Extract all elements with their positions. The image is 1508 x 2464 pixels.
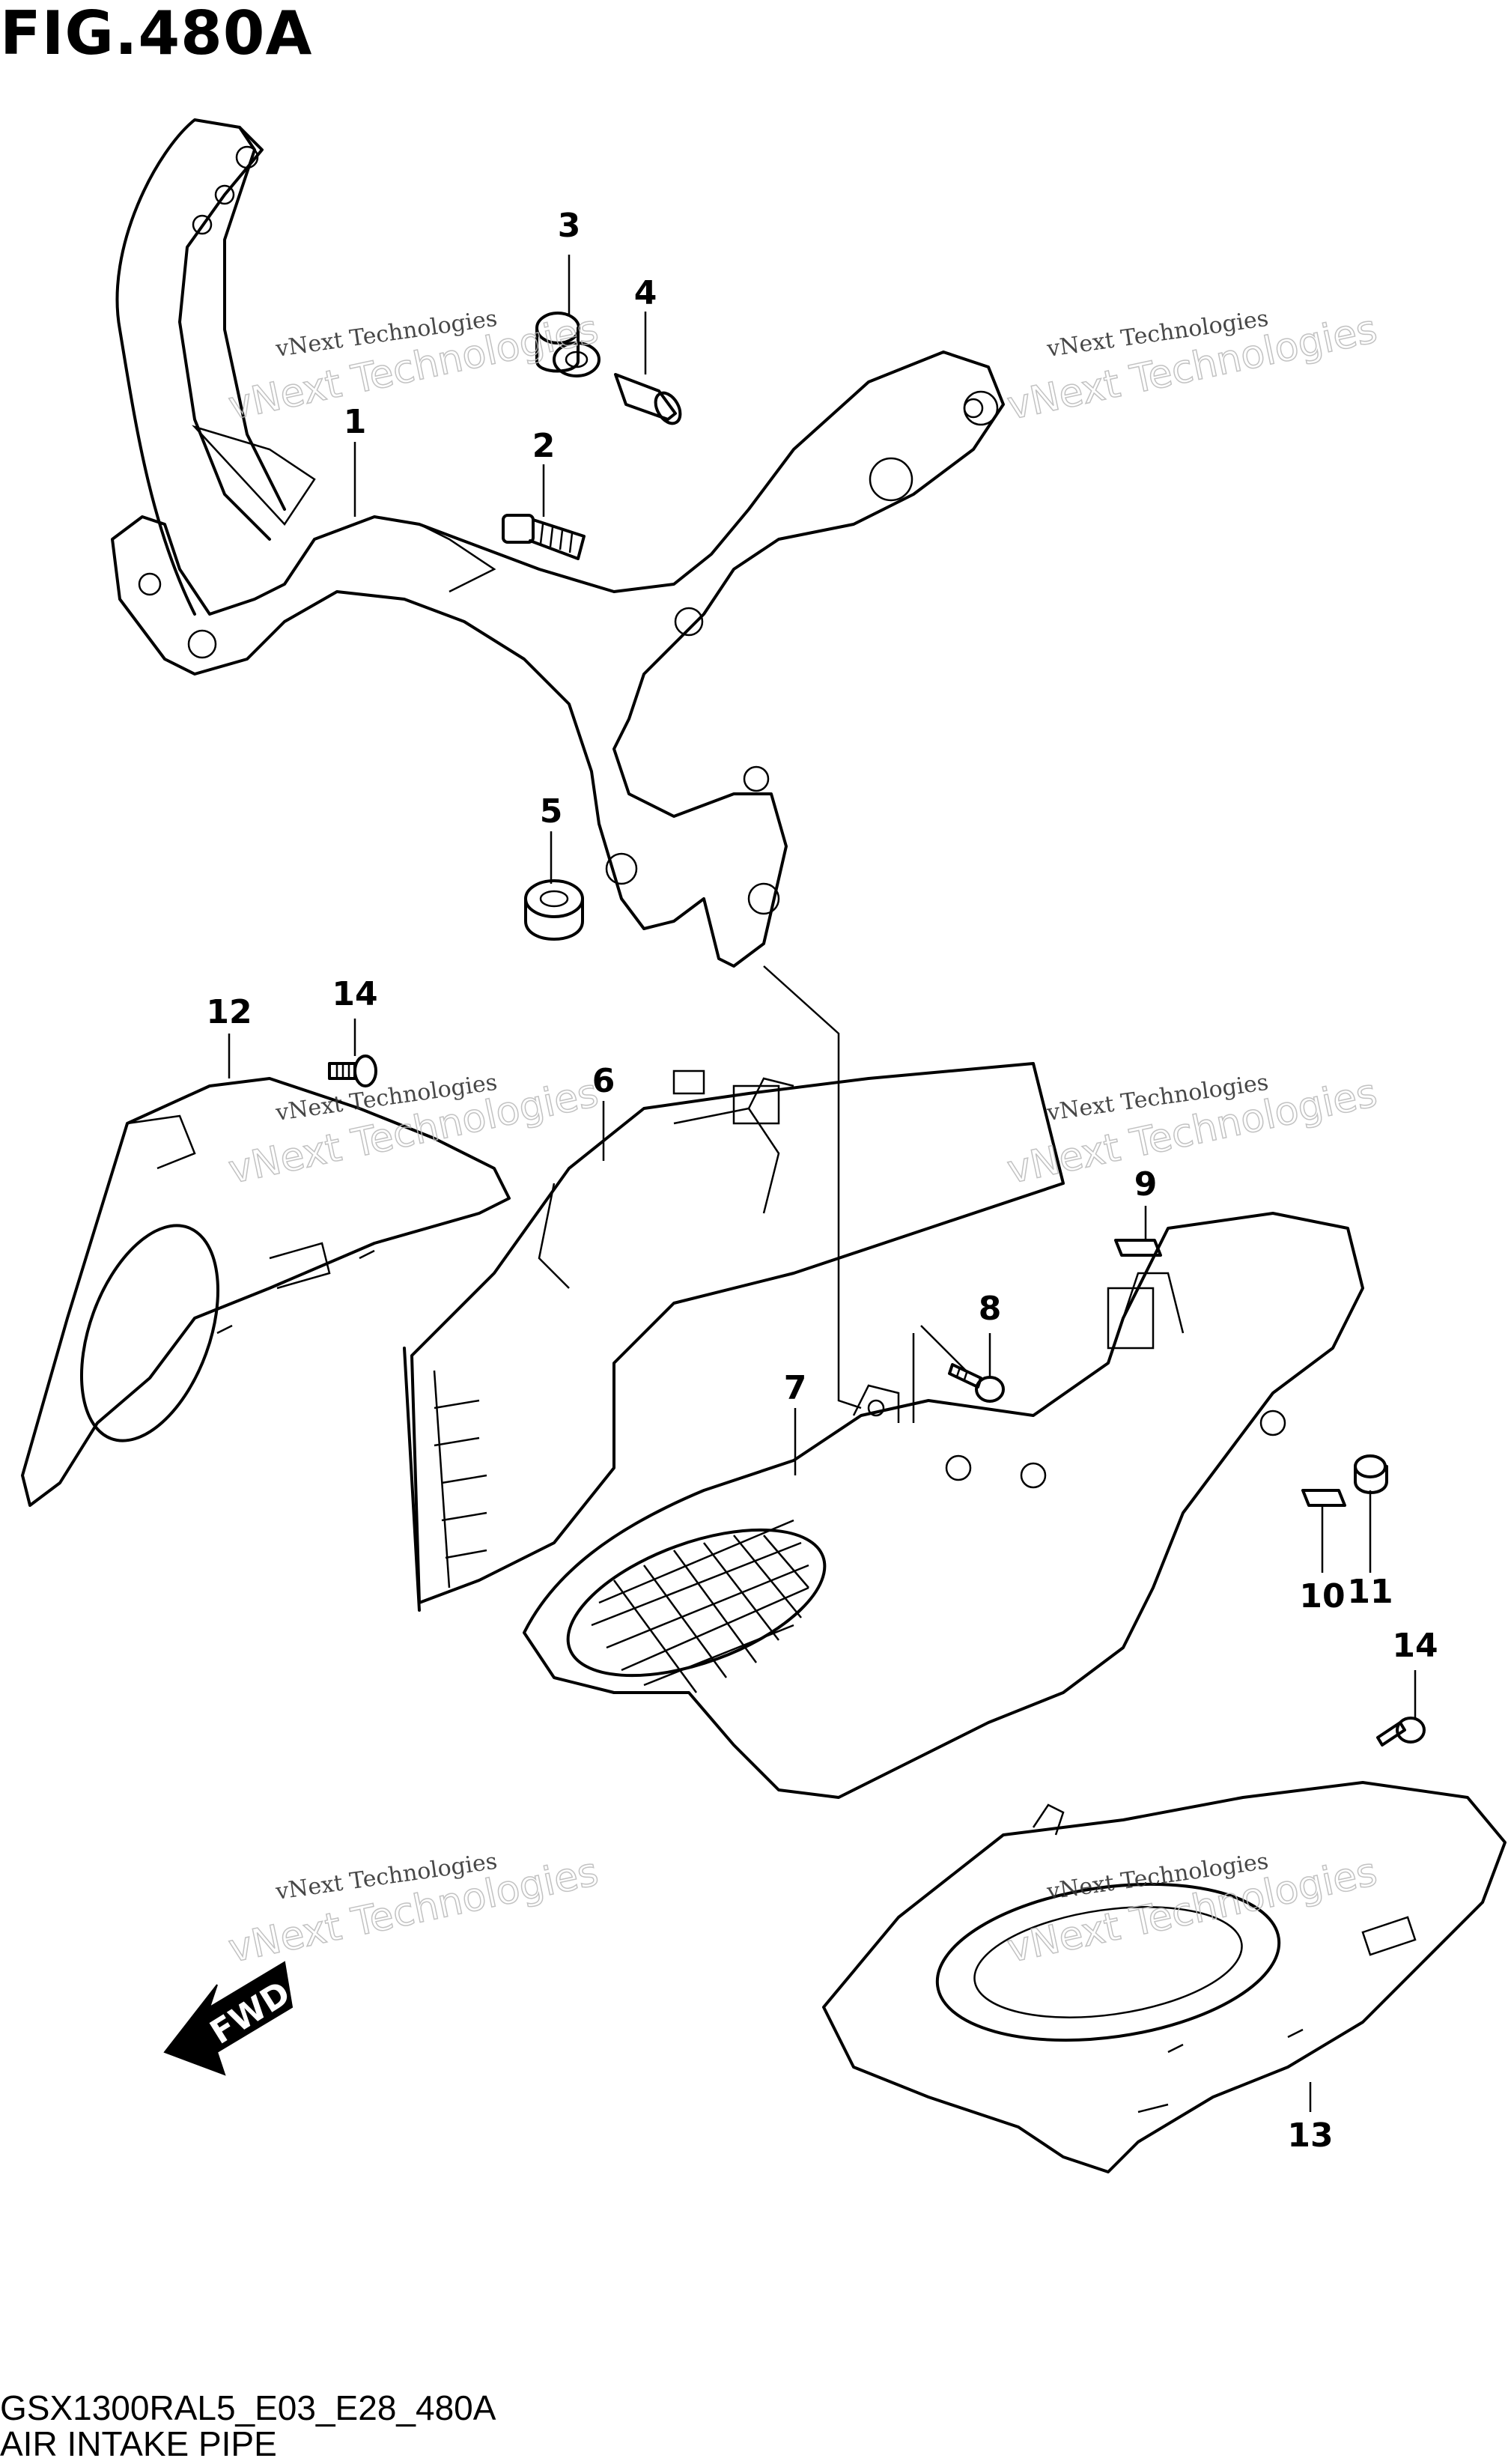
callout-5: 5 [540, 792, 563, 831]
fwd-arrow-icon: FWD [163, 1961, 297, 2076]
callout-14-upper: 14 [332, 975, 377, 1013]
screw-part-14a [328, 1055, 377, 1087]
bolt-part-2 [502, 514, 586, 560]
callout-8: 8 [979, 1290, 1002, 1328]
outer-cover-part-13 [822, 1781, 1507, 2173]
screw-part-14b [1376, 1717, 1426, 1747]
leader-lines [228, 255, 1417, 2112]
callout-4: 4 [634, 274, 657, 312]
cushion-part-3 [535, 312, 601, 377]
spacer-part-4 [614, 373, 682, 425]
callout-14-lower: 14 [1392, 1627, 1438, 1665]
callout-1: 1 [344, 403, 367, 441]
callout-2: 2 [532, 427, 556, 465]
nut-part-9 [1114, 1239, 1162, 1257]
figure-title: FIG.480A [0, 0, 313, 68]
callout-9: 9 [1134, 1165, 1158, 1204]
watermarks: vNext Technologies vNext Technologies vN… [224, 306, 1381, 1973]
callout-13: 13 [1287, 2116, 1333, 2155]
mesh-grille [591, 1519, 809, 1693]
grommet-part-5 [524, 879, 584, 941]
callout-11: 11 [1347, 1573, 1393, 1611]
model-code: GSX1300RAL5_E03_E28_480A [0, 2388, 496, 2427]
callout-7: 7 [784, 1369, 807, 1407]
intake-pipe-part-7 [523, 1212, 1364, 1799]
callout-12: 12 [206, 993, 252, 1031]
callout-10: 10 [1299, 1577, 1345, 1615]
callout-6: 6 [592, 1062, 615, 1100]
screw-part-8 [948, 1363, 1005, 1403]
inner-panel-part-12 [21, 1077, 511, 1507]
intake-duct-part-6 [403, 1062, 1065, 1612]
section-name: AIR INTAKE PIPE [0, 2424, 277, 2463]
nut-part-10 [1301, 1489, 1346, 1507]
callout-3: 3 [558, 207, 581, 245]
callout-labels: 1 2 3 4 5 6 7 8 9 10 11 12 13 14 14 [206, 207, 1438, 2155]
grommet-part-11 [1354, 1454, 1388, 1494]
bracket-part-1 [111, 118, 1005, 968]
